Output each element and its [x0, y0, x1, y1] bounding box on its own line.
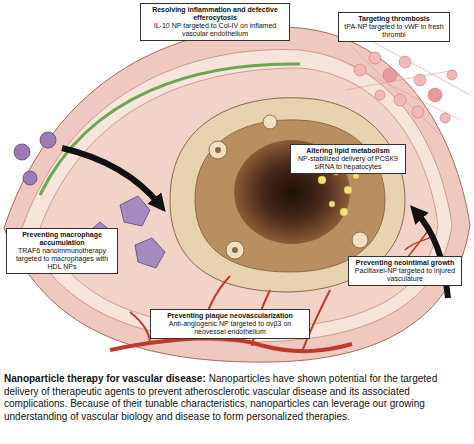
callout-heading: Altering lipid metabolism: [294, 147, 402, 155]
cell-nucleus: [215, 147, 221, 153]
intima-layer: [40, 68, 438, 328]
callout-box: Preventing neointimal growthPaclitaxel-N…: [348, 256, 462, 286]
callout-heading: Targeting thrombosis: [342, 15, 446, 23]
media-layer: [22, 50, 452, 342]
foam-cell: [263, 115, 277, 129]
thrombus-cell: [447, 70, 457, 80]
callout-heading: Preventing neointimal growth: [352, 259, 458, 267]
monocyte: [23, 171, 37, 185]
fibrin-strands: [340, 40, 470, 135]
callout-heading: Preventing macrophage accumulation: [10, 231, 114, 247]
lipid-droplet: [340, 208, 348, 216]
lipid-droplet: [329, 201, 335, 207]
node-layer: Resolving inflammation and defective eff…: [0, 0, 474, 370]
monocyte: [40, 132, 56, 148]
lipid-droplet: [344, 186, 352, 194]
thrombus-cell: [375, 90, 385, 100]
callout-body: TRAF6 nanoimmunotherapy targeted to macr…: [10, 247, 114, 271]
thrombus-cell: [369, 52, 381, 64]
foam-cell: [352, 232, 368, 248]
thrombus-cell: [412, 106, 424, 118]
foam-cell: [209, 141, 227, 159]
callout-heading: Resolving inflammation and defective eff…: [144, 6, 286, 22]
lipid-droplet: [318, 176, 326, 184]
macrophage: [135, 238, 165, 268]
plaque-body: [195, 120, 385, 272]
foam-cell: [226, 241, 244, 259]
cell-nucleus: [232, 247, 238, 253]
thrombus-cell: [440, 113, 450, 123]
callout-heading: Preventing plaque neovascularization: [154, 312, 306, 320]
callout-box: Altering lipid metabolismNP-stabilized d…: [290, 144, 406, 174]
adventitia-layer: [4, 27, 470, 362]
thrombus-cell: [414, 74, 426, 86]
thrombus-cell: [394, 94, 406, 106]
vasa-vasorum: [110, 338, 352, 351]
callout-body: tPA-NP targeted to vWF in fresh thrombi: [342, 23, 446, 39]
callout-body: NP-stabilized delivery of PCSK9 siRNA to…: [294, 155, 402, 171]
callout-box: Preventing plaque neovascularizationAnti…: [150, 309, 310, 339]
callout-body: Anti-angiogenic NP targeted to αvβ3 on n…: [154, 320, 306, 336]
flow-arrow: [62, 148, 160, 205]
monocyte: [14, 144, 30, 160]
thrombus-cell: [428, 88, 442, 102]
macrophage: [120, 196, 150, 226]
thrombus-cell: [354, 64, 366, 76]
neovessel: [130, 276, 330, 352]
callout-box: Resolving inflammation and defective eff…: [140, 3, 290, 41]
figure-title: Nanoparticle therapy for vascular diseas…: [4, 373, 206, 384]
thrombus-cell: [399, 56, 411, 68]
callout-body: Paclitaxel-NP targeted to injured vascul…: [352, 267, 458, 283]
thrombus-cell: [383, 68, 397, 82]
callout-box: Preventing macrophage accumulationTRAF6 …: [6, 228, 118, 274]
caption-block: Nanoparticle therapy for vascular diseas…: [4, 373, 470, 423]
callout-box: Targeting thrombosistPA-NP targeted to v…: [338, 12, 450, 42]
callout-body: IL-10 NP targeted to Col-IV on inflamed …: [144, 22, 286, 38]
